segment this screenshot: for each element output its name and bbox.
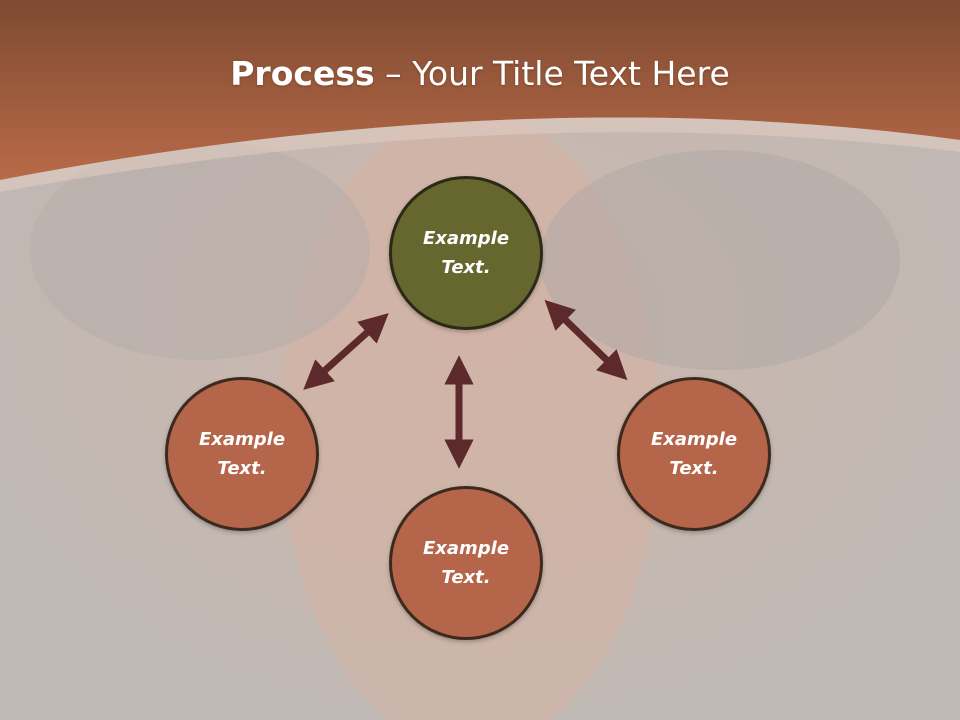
title-rest: – Your Title Text Here: [385, 54, 730, 93]
node-text: Example Text.: [198, 429, 286, 479]
header-band: [0, 0, 960, 180]
node-text: Example Text.: [422, 228, 510, 278]
process-node-right: Example Text.: [617, 377, 771, 531]
header-swoosh: [0, 117, 960, 192]
page-title: Process – Your Title Text Here: [0, 50, 960, 98]
node-text: Example Text.: [422, 538, 510, 588]
photo-cushion-shape: [30, 140, 370, 360]
arrow-double: [544, 299, 628, 381]
photo-cushion-shape: [540, 150, 900, 370]
title-bold: Process: [230, 54, 375, 93]
process-node-left: Example Text.: [165, 377, 319, 531]
process-node-bottom: Example Text.: [389, 486, 543, 640]
node-text: Example Text.: [650, 429, 738, 479]
process-node-top: Example Text.: [389, 176, 543, 330]
arrow-double: [303, 313, 389, 390]
